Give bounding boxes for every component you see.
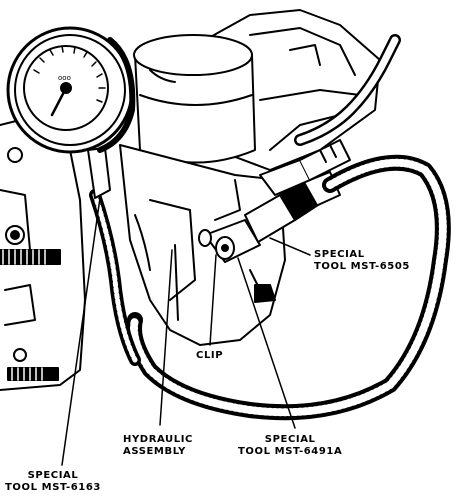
- label-mst6505-line1: SPECIAL: [314, 249, 365, 260]
- label-mst6505-line2: TOOL MST-6505: [314, 261, 410, 272]
- gauge-hose: [89, 189, 141, 366]
- label-clip-text: CLIP: [196, 350, 224, 361]
- braided-hose: [126, 154, 451, 421]
- clip-fitting: [198, 219, 261, 263]
- label-special-tool-mst-6491a: SPECIAL TOOL MST-6491A: [238, 434, 342, 458]
- label-mst6163-line2: TOOL MST-6163: [5, 482, 101, 493]
- leader-mst6505: [269, 237, 311, 256]
- leader-mst6491a: [237, 257, 296, 429]
- svg-text:ooo: ooo: [58, 74, 71, 82]
- label-special-tool-mst-6505: SPECIAL TOOL MST-6505: [314, 249, 410, 273]
- adapter-fittings: [244, 139, 351, 243]
- leader-clip: [209, 254, 217, 346]
- label-hydraulic-line2: ASSEMBLY: [123, 446, 186, 457]
- leader-lines: [61, 197, 311, 466]
- label-mst6163-line1: SPECIAL: [27, 470, 79, 481]
- label-special-tool-mst-6163: SPECIAL TOOL MST-6163: [5, 470, 101, 494]
- label-hydraulic-line1: HYDRAULIC: [123, 434, 193, 445]
- leader-hydraulic: [159, 249, 173, 426]
- label-mst6491a-line2: TOOL MST-6491A: [238, 446, 343, 457]
- label-hydraulic-assembly: HYDRAULIC ASSEMBLY: [123, 434, 193, 458]
- mounting-studs: [0, 249, 61, 381]
- label-mst6491a-line1: SPECIAL: [264, 434, 316, 445]
- pressure-gauge-icon: ooo: [6, 26, 136, 199]
- upper-hose: [294, 34, 401, 146]
- reservoir-cap: [133, 34, 256, 164]
- leader-mst6163: [61, 197, 101, 466]
- label-clip: CLIP: [196, 350, 223, 362]
